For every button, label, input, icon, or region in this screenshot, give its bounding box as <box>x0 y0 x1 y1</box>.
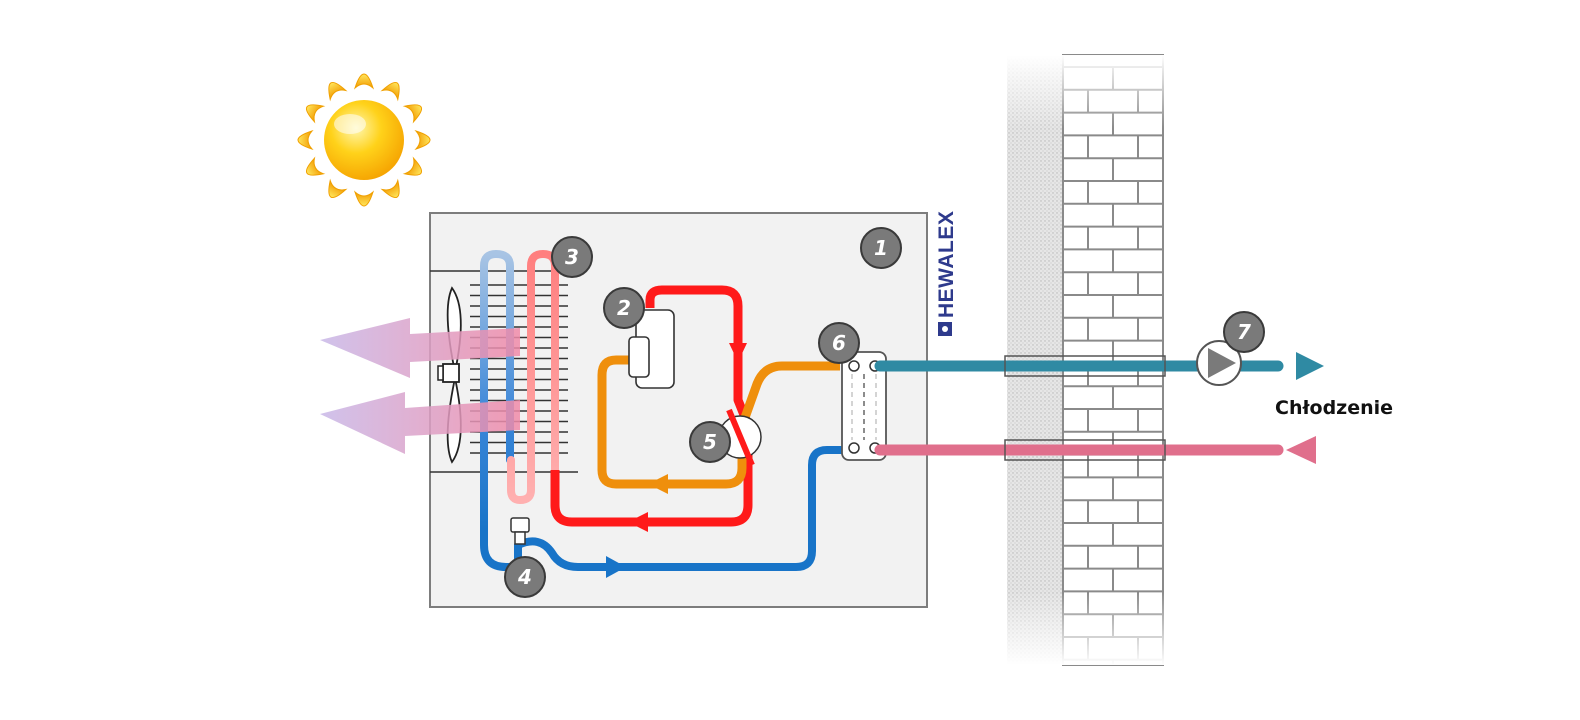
air-flow-arrows <box>320 318 520 454</box>
liquid-arrow-left <box>648 474 668 494</box>
marker-circle <box>860 227 902 269</box>
sun-ray <box>353 73 375 90</box>
cooling-label: Chłodzenie <box>1275 397 1393 419</box>
suction-arrow-right <box>606 556 626 578</box>
svg-text:HEWALEX: HEWALEX <box>935 211 958 318</box>
hot-gas-arrow-down <box>729 343 747 362</box>
marker-7: 7 <box>1223 311 1265 353</box>
supply-flow-arrow <box>1296 352 1324 380</box>
marker-circle <box>504 556 546 598</box>
marker-1: 1 <box>860 227 902 269</box>
condenser-coil-red <box>507 249 559 505</box>
return-flow-arrow <box>1286 436 1316 464</box>
sun-ray <box>402 156 423 176</box>
marker-5: 5 <box>689 421 731 463</box>
sun-ray <box>380 178 400 199</box>
sun-ray <box>305 156 326 176</box>
evaporator-coil-blue <box>480 249 514 534</box>
marker-label: 2 <box>617 296 631 320</box>
marker-label: 4 <box>517 565 532 589</box>
sun-ray <box>328 178 348 199</box>
sun-ray <box>402 104 423 124</box>
sun-ray <box>305 104 326 124</box>
sun-icon <box>297 73 431 207</box>
wall-penetrations <box>1004 355 1166 461</box>
sun-ray <box>380 81 400 102</box>
marker-circle <box>551 236 593 278</box>
expansion-valve-icon <box>510 517 530 545</box>
marker-label: 7 <box>1237 320 1251 344</box>
sun-ray <box>297 129 314 151</box>
marker-3: 3 <box>551 236 593 278</box>
sun-ray <box>353 190 375 207</box>
marker-4: 4 <box>504 556 546 598</box>
brick-wall <box>1005 54 1165 666</box>
pump-icon <box>1196 340 1242 386</box>
marker-6: 6 <box>818 322 860 364</box>
marker-circle <box>603 287 645 329</box>
liquid-line <box>597 355 840 489</box>
brand-logo: HEWALEX <box>935 211 958 336</box>
sun-ray <box>414 129 431 151</box>
marker-circle <box>818 322 860 364</box>
marker-2: 2 <box>603 287 645 329</box>
marker-label: 3 <box>565 245 579 269</box>
marker-label: 5 <box>703 430 717 454</box>
suction-line <box>480 446 850 571</box>
compressor-icon <box>628 309 675 389</box>
marker-circle <box>689 421 731 463</box>
marker-circle <box>1223 311 1265 353</box>
marker-label: 6 <box>832 331 846 355</box>
marker-label: 1 <box>874 236 888 260</box>
hot-gas-arrow-left <box>628 512 648 532</box>
sun-ray <box>328 81 348 102</box>
